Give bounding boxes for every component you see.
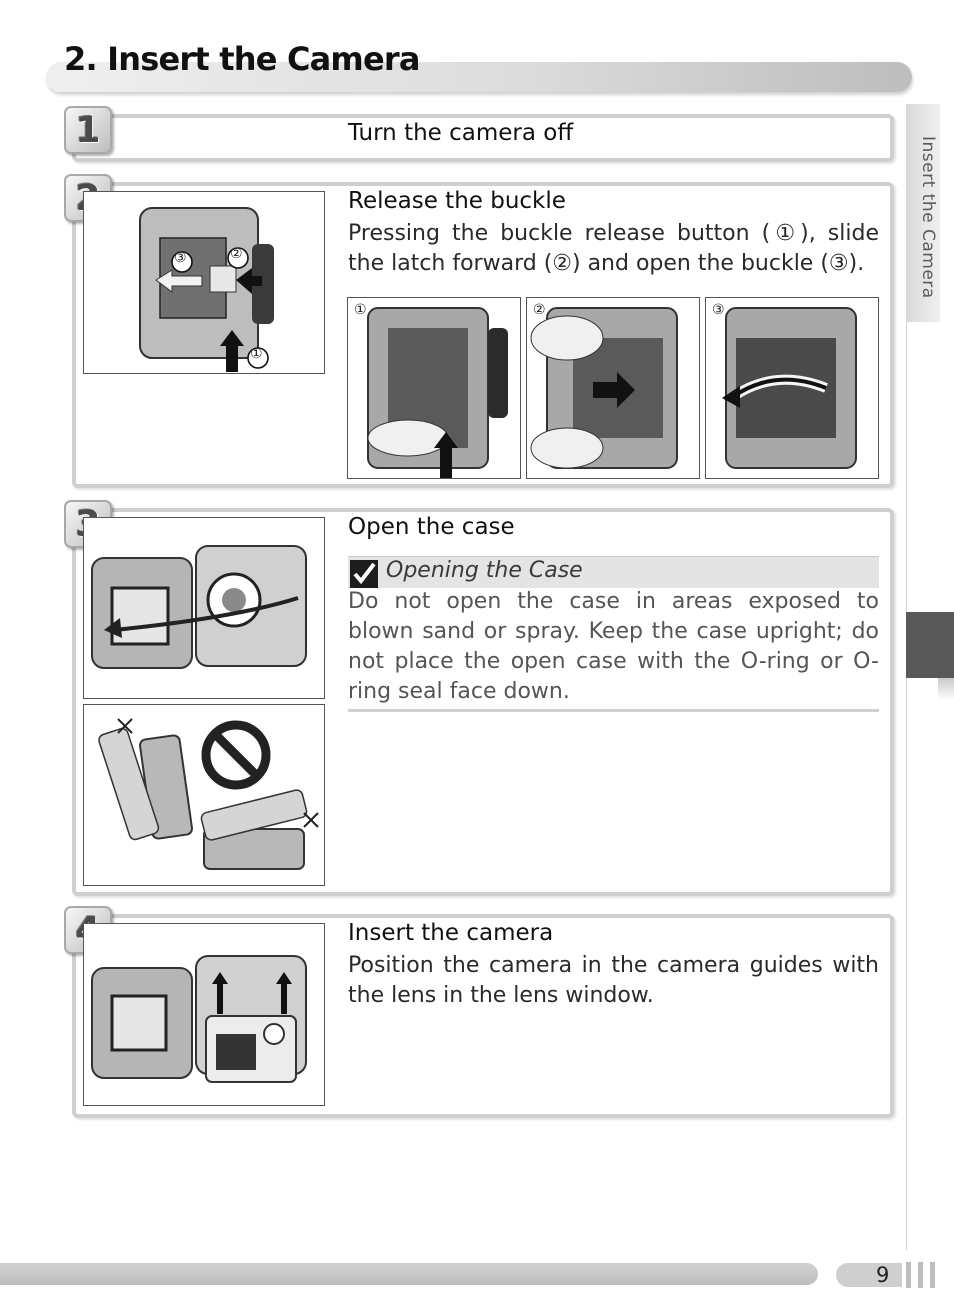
check-icon <box>350 560 378 588</box>
footer-stripe <box>906 1262 911 1288</box>
buckle-overview-figure: ③ ② ① <box>83 191 325 374</box>
step-1-number: 1 <box>64 106 112 154</box>
section-marker <box>906 612 954 678</box>
section-marker-shadow <box>938 678 954 700</box>
do-not-figure <box>83 704 325 886</box>
side-tab-label: Insert the Camera <box>918 136 938 299</box>
step-2-body: Pressing the buckle release button (①), … <box>348 221 879 276</box>
title-bar <box>46 62 912 92</box>
callout-2: ② <box>230 246 243 262</box>
buckle-step-2-figure: ② <box>526 297 700 479</box>
note-rule <box>348 709 879 712</box>
callout-1: ① <box>250 346 263 362</box>
footer-stripe <box>930 1262 935 1288</box>
callout-2-small: ② <box>533 302 546 318</box>
latch-slide-illustration <box>530 307 678 469</box>
step-1-heading: Turn the camera off <box>348 120 574 146</box>
footer-bar <box>0 1263 818 1285</box>
step-4-body: Position the camera in the camera guides… <box>348 953 879 1008</box>
insert-camera-illustration <box>91 955 307 1083</box>
open-case-figure <box>83 517 325 699</box>
footer-stripe <box>918 1262 923 1288</box>
open-case-illustration <box>91 545 307 669</box>
callout-3: ③ <box>174 250 187 266</box>
buckle-overview-illustration <box>139 207 274 372</box>
step-3-heading: Open the case <box>348 514 515 540</box>
note-title: Opening the Case <box>386 558 583 583</box>
step-2-heading: Release the buckle <box>348 188 566 214</box>
insert-camera-figure <box>83 923 325 1106</box>
page-number-pill <box>836 1263 902 1287</box>
callout-3-small: ③ <box>712 302 725 318</box>
page-number: 9 <box>876 1263 890 1287</box>
callout-1-small: ① <box>354 302 367 318</box>
step-4-heading: Insert the camera <box>348 920 554 946</box>
buckle-press-illustration <box>367 307 508 478</box>
note-body: Do not open the case in areas exposed to… <box>348 589 879 704</box>
side-tab-background <box>906 104 940 322</box>
page-title: 2. Insert the Camera <box>64 40 420 78</box>
buckle-open-illustration <box>722 307 857 469</box>
buckle-step-1-figure: ① <box>347 297 521 479</box>
note-header: Opening the Case <box>348 556 879 588</box>
buckle-step-3-figure: ③ <box>705 297 879 479</box>
prohibited-placement-illustration <box>98 718 319 870</box>
